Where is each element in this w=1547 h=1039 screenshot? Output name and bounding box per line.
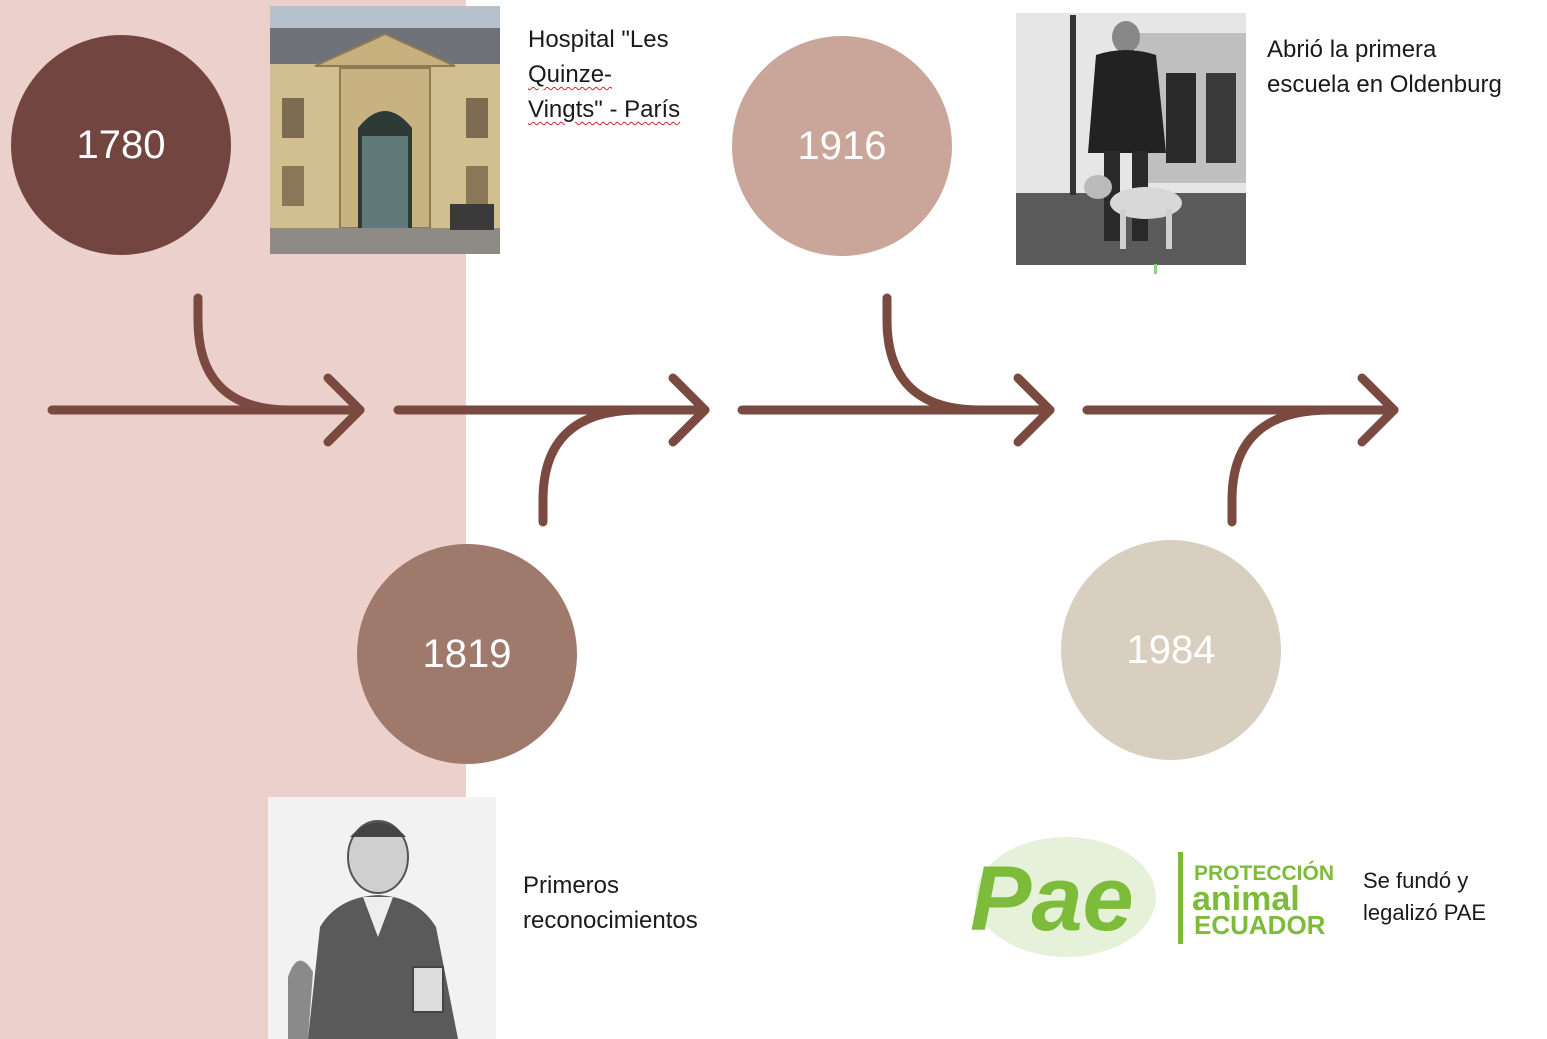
year-circle-1916: 1916 [732, 36, 952, 256]
arrow-segment-4 [1082, 373, 1399, 527]
label-1819-line-1: Primeros [523, 872, 620, 899]
pae-line-3: ECUADOR [1194, 910, 1326, 940]
year-circle-1780: 1780 [11, 35, 231, 255]
arrow-segment-2 [393, 373, 710, 527]
portrait-engraving [268, 797, 496, 1039]
building-photo [270, 6, 500, 254]
year-circle-1984: 1984 [1061, 540, 1281, 760]
guide-dog-photo [1016, 13, 1246, 265]
label-1916-line-2: escuela en Oldenburg [1267, 71, 1502, 98]
pae-line-2: animal [1192, 880, 1300, 918]
label-1780-line-2: Quinze- [528, 61, 613, 88]
label-1780-line-1: Hospital "Les [528, 26, 669, 53]
year-1819-text: 1819 [422, 631, 512, 676]
label-1780: Hospital "Les Quinze- Vingts" - París [528, 22, 680, 127]
arrow-segment-1 [47, 293, 365, 447]
label-1819: Primeros reconocimientos [523, 868, 698, 938]
year-circle-1819: 1819 [357, 544, 577, 764]
year-1780-text: 1780 [76, 122, 166, 167]
green-mark [1154, 264, 1157, 274]
label-1780-line-3: Vingts" - París [528, 96, 681, 123]
pae-wordmark: Pae [970, 848, 1134, 950]
pae-line-1: PROTECCIÓN [1194, 861, 1334, 885]
label-1916-line-1: Abrió la primera [1267, 36, 1437, 63]
arrow-segment-3 [737, 293, 1055, 447]
label-1916: Abrió la primera escuela en Oldenburg [1267, 32, 1502, 102]
label-1984-line-1: Se fundó y [1363, 868, 1469, 893]
year-1916-text: 1916 [797, 123, 887, 168]
label-1984-line-2: legalizó PAE [1363, 900, 1487, 925]
year-1984-text: 1984 [1126, 627, 1216, 672]
pae-logo: Pae PROTECCIÓN animal ECUADOR [966, 822, 1351, 972]
label-1984: Se fundó y legalizó PAE [1363, 865, 1486, 929]
label-1819-line-2: reconocimientos [523, 907, 698, 934]
